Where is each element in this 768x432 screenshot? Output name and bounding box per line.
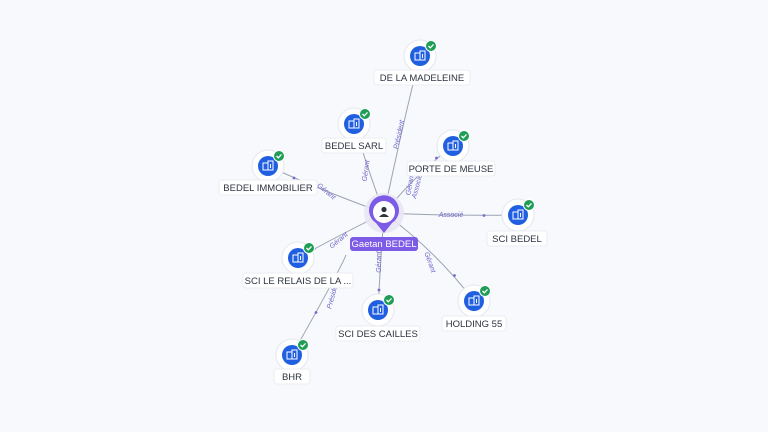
edge-label-sci-bedel: Associé (438, 212, 464, 219)
edge-label-bedel-sarl: Gérant (362, 159, 372, 182)
company-node-sci-le-relais[interactable]: SCI LE RELAIS DE LA ... (242, 241, 354, 289)
company-name: SCI BEDEL (492, 234, 542, 245)
company-name: BHR (282, 372, 302, 383)
company-label-bg (373, 69, 471, 86)
edge-arrow-porte-de-meuse (435, 156, 438, 160)
edge-label-de-la-madeleine: Président (393, 118, 406, 149)
company-label-bg (242, 272, 354, 289)
building-icon (292, 252, 304, 263)
company-node-bedel-sarl[interactable]: BEDEL SARL (321, 107, 387, 154)
company-node-de-la-madeleine[interactable]: DE LA MADELEINE (373, 39, 471, 86)
company-name: PORTE DE MEUSE (409, 164, 494, 175)
company-label-bg (218, 179, 318, 196)
company-name: SCI DES CAILLES (338, 329, 418, 340)
verified-check-icon (523, 199, 535, 211)
building-icon (286, 349, 298, 360)
verified-check-icon (303, 242, 315, 254)
company-node-bedel-immobilier[interactable]: BEDEL IMMOBILIER (218, 149, 318, 196)
edge-arrow-sci-des-cailles (377, 288, 381, 292)
company-name: SCI LE RELAIS DE LA ... (245, 276, 352, 287)
edge-label-porte-de-meuse: Gérant (405, 173, 416, 196)
company-label-bg (486, 230, 548, 247)
edge-label-holding-55: Gérant (422, 251, 436, 274)
company-node-sci-bedel[interactable]: SCI BEDEL (486, 198, 548, 247)
company-name: HOLDING 55 (446, 319, 503, 330)
building-icon (414, 50, 426, 61)
company-name: BEDEL SARL (325, 141, 383, 152)
person-icon (379, 206, 389, 217)
verified-check-icon (425, 40, 437, 52)
company-node-holding-55[interactable]: HOLDING 55 (441, 284, 507, 332)
company-label-bg (441, 315, 507, 332)
building-icon (447, 140, 459, 151)
company-node-bhr[interactable]: BHR (273, 338, 311, 385)
verified-check-icon (297, 339, 309, 351)
verified-check-icon (479, 285, 491, 297)
verified-check-icon (383, 294, 395, 306)
edge-arrow-bhr (314, 311, 318, 314)
building-icon (512, 209, 524, 220)
node-layer: DE LA MADELEINE BEDEL SARL PORTE DE MEUSE B… (218, 39, 548, 385)
company-name: DE LA MADELEINE (380, 73, 464, 84)
edge-arrow-sci-bedel (482, 214, 486, 217)
edge-label-bedel-immobilier: Gérant (316, 182, 338, 202)
building-icon (348, 118, 360, 129)
company-label-bg (335, 325, 421, 342)
building-icon (262, 160, 274, 171)
building-icon (372, 304, 384, 315)
center-node[interactable]: Gaetan BEDEL (350, 193, 418, 251)
company-name: BEDEL IMMOBILIER (223, 183, 313, 194)
company-label-bg (321, 137, 387, 154)
building-icon (468, 295, 480, 306)
center-label-bg (350, 237, 418, 251)
verified-check-icon (359, 108, 371, 120)
edge-label-sci-des-cailles: Gérant (376, 250, 383, 272)
verified-check-icon (458, 130, 470, 142)
company-label-bg (273, 368, 311, 385)
edge-label-sci-le-relais: Gérant (329, 231, 351, 251)
center-name: Gaetan BEDEL (352, 239, 417, 250)
edge-arrow-bedel-immobilier (292, 176, 296, 180)
edge-arrow-holding-55 (453, 274, 456, 277)
company-label-bg (406, 160, 496, 177)
company-node-porte-de-meuse[interactable]: PORTE DE MEUSE (406, 129, 496, 177)
verified-check-icon (273, 150, 285, 162)
company-node-sci-des-cailles[interactable]: SCI DES CAILLES (335, 293, 421, 342)
